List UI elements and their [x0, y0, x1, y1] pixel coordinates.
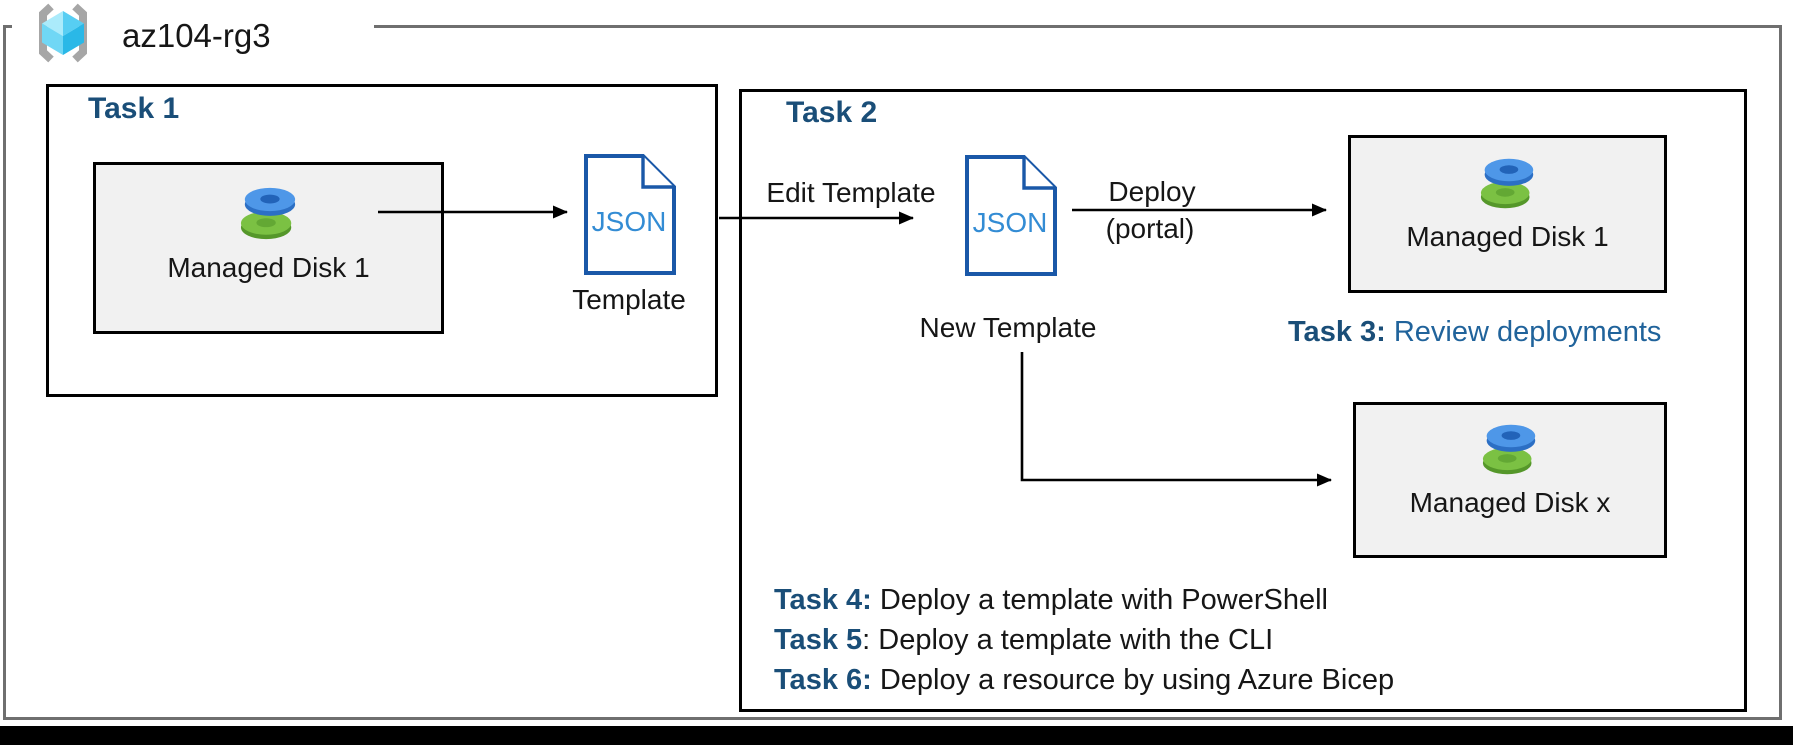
resource-group-icon [39, 3, 87, 63]
task3-label: Task 3: [1288, 316, 1386, 348]
json-new-template-icon: JSON [965, 155, 1057, 276]
bottom-black-bar [0, 726, 1793, 745]
managed-disk-1-box: Managed Disk 1 [93, 162, 444, 334]
json-doc-text: JSON [592, 206, 667, 237]
task4-label: Task 4: [774, 584, 872, 616]
task5-line: Task 5: Deploy a template with the CLI [774, 620, 1394, 660]
template-label: Template [572, 284, 686, 315]
managed-disk-icon [1480, 158, 1533, 209]
deployed-managed-disk-1-label: Managed Disk 1 [1406, 221, 1609, 252]
task6-label: Task 6: [774, 664, 872, 696]
task6-text: Deploy a resource by using Azure Bicep [871, 664, 1395, 696]
resource-group-name: az104-rg3 [122, 17, 271, 54]
deploy-label: Deploy [1108, 176, 1196, 207]
new-template-label: New Template [919, 312, 1097, 343]
task5-text: : Deploy a template with the CLI [862, 624, 1274, 656]
task5-label: Task 5 [774, 624, 863, 656]
task3-caption: Task 3: Review deployments [1288, 316, 1661, 349]
json-doc-text: JSON [973, 207, 1048, 238]
managed-disk-icon [240, 187, 295, 240]
resource-group-border [3, 25, 1782, 720]
task2-title: Task 2 [786, 96, 878, 129]
edit-template-label: Edit Template [766, 177, 936, 208]
managed-disk-icon [1482, 424, 1536, 475]
task4-line: Task 4: Deploy a template with PowerShel… [774, 580, 1394, 620]
managed-disk-1-label: Managed Disk 1 [167, 252, 370, 283]
tasks-4-6-list: Task 4: Deploy a template with PowerShel… [774, 580, 1394, 700]
managed-disk-x-box: Managed Disk x [1353, 402, 1667, 558]
task6-line: Task 6: Deploy a resource by using Azure… [774, 660, 1394, 700]
deployed-managed-disk-1-box: Managed Disk 1 [1348, 135, 1667, 293]
task3-text: Review deployments [1385, 316, 1662, 348]
managed-disk-x-label: Managed Disk x [1409, 487, 1611, 518]
deploy-portal-label: (portal) [1105, 213, 1195, 244]
json-template-icon: JSON [584, 154, 676, 275]
task4-text: Deploy a template with PowerShell [871, 584, 1328, 616]
task1-title: Task 1 [88, 92, 180, 125]
